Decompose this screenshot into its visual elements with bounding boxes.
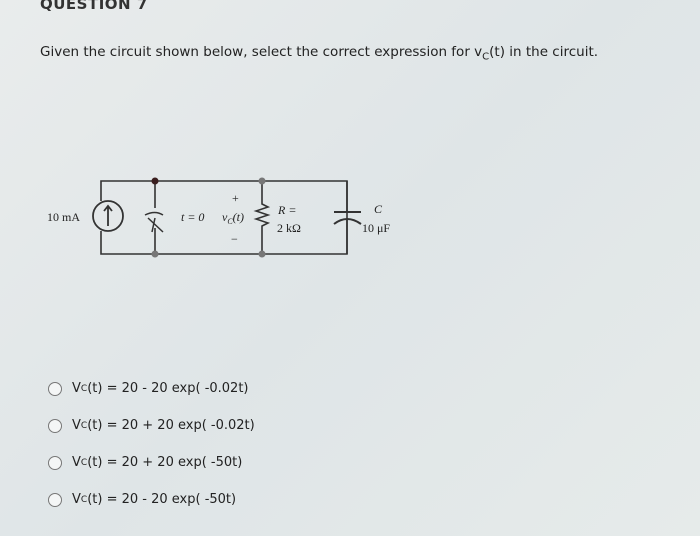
question-sub: C bbox=[482, 51, 490, 63]
switch-icon bbox=[144, 211, 164, 233]
current-source-icon bbox=[92, 200, 124, 232]
radio-button[interactable] bbox=[48, 492, 62, 507]
option-sub: C bbox=[80, 420, 88, 431]
radio-button[interactable] bbox=[48, 455, 62, 470]
source-label: 10 mA bbox=[47, 210, 80, 224]
circuit-wires bbox=[100, 180, 348, 255]
option-label: (t) = 20 - 20 exp( -0.02t) bbox=[87, 381, 249, 396]
option-v: V bbox=[72, 381, 81, 396]
resistor-value: 2 kΩ bbox=[277, 221, 301, 235]
option-label: (t) = 20 + 20 exp( -50t) bbox=[87, 455, 243, 470]
vc-label: vC(t) bbox=[222, 210, 244, 226]
capacitor-icon bbox=[333, 218, 362, 225]
option-v: V bbox=[72, 455, 81, 470]
question-text-part: Given the circuit shown below, select th… bbox=[40, 44, 483, 60]
option-v: V bbox=[72, 492, 81, 507]
resistor-label: R = bbox=[277, 203, 296, 217]
plus-sign: + bbox=[232, 191, 239, 205]
question-title: QUESTION 7 bbox=[40, 0, 148, 13]
option-sub: C bbox=[80, 494, 88, 505]
radio-button[interactable] bbox=[48, 418, 62, 433]
switch-label: t = 0 bbox=[181, 210, 204, 224]
node-dot bbox=[151, 177, 159, 185]
capacitor-value: 10 μF bbox=[362, 221, 390, 235]
option-sub: C bbox=[80, 457, 88, 468]
option-label: (t) = 20 - 20 exp( -50t) bbox=[87, 492, 237, 507]
arrow-up-icon bbox=[103, 204, 113, 226]
question-text: Given the circuit shown below, select th… bbox=[40, 44, 598, 63]
option-label: (t) = 20 + 20 exp( -0.02t) bbox=[87, 418, 255, 433]
minus-sign: − bbox=[231, 232, 238, 246]
node-dot bbox=[258, 177, 266, 185]
capacitor-label: C bbox=[374, 202, 383, 216]
question-text-part: (t) in the circuit. bbox=[489, 44, 599, 60]
node-dot bbox=[151, 250, 159, 258]
radio-button[interactable] bbox=[48, 381, 62, 396]
option-sub: C bbox=[80, 383, 88, 394]
node-dot bbox=[258, 250, 266, 258]
option-v: V bbox=[72, 418, 81, 433]
